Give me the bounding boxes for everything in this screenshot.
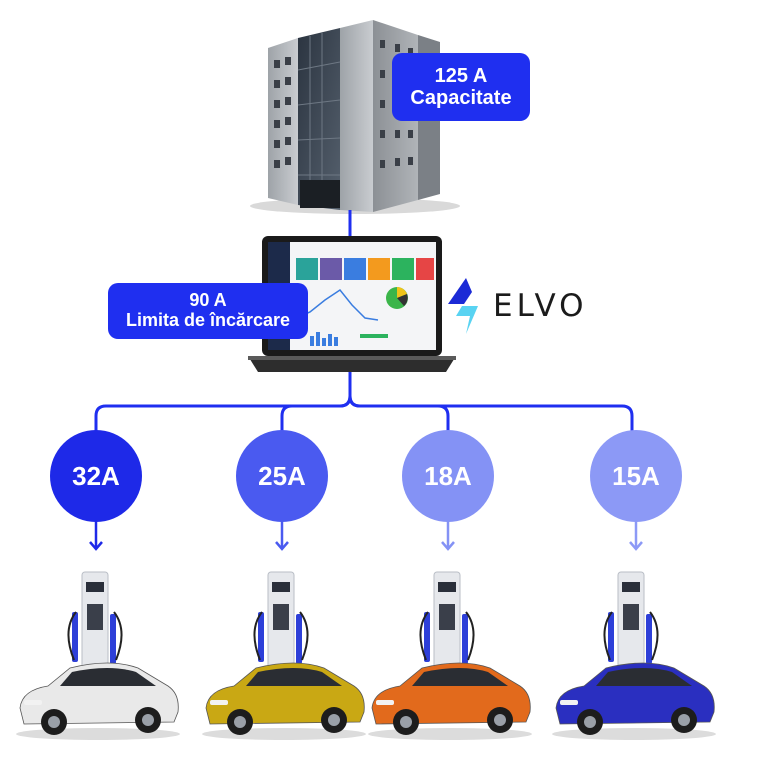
building-capacity-label: 125 A Capacitate [392, 53, 530, 121]
charger-amps-2: 25A [236, 430, 328, 522]
charging-station-2 [202, 571, 366, 740]
ev-charger-icon [419, 571, 475, 673]
office-building-icon [250, 20, 460, 214]
charging-station-1 [16, 571, 180, 740]
ev-charger-icon [253, 571, 309, 673]
capacity-value: 125 A [434, 65, 488, 87]
brand-name: ELVO [493, 288, 588, 324]
charger-amps-4: 15A [590, 430, 682, 522]
charging-station-3 [368, 571, 532, 740]
ev-charger-icon [67, 571, 123, 673]
limit-caption: Limita de încărcare [125, 310, 291, 330]
elvo-bolt-icon [448, 278, 478, 334]
distribution-tree-lines [94, 372, 634, 432]
car-icon [368, 662, 532, 740]
car-icon [202, 662, 366, 740]
charging-limit-label: 90 A Limita de încărcare [108, 283, 308, 339]
arrows-to-chargers [89, 520, 643, 551]
charger-amps-1: 32A [50, 430, 142, 522]
car-icon [16, 662, 180, 740]
charger-amps-3: 18A [402, 430, 494, 522]
ev-charger-icon [603, 571, 659, 673]
car-icon [552, 662, 716, 740]
charging-station-4 [552, 571, 716, 740]
capacity-caption: Capacitate [410, 87, 512, 109]
limit-value: 90 A [189, 290, 227, 311]
